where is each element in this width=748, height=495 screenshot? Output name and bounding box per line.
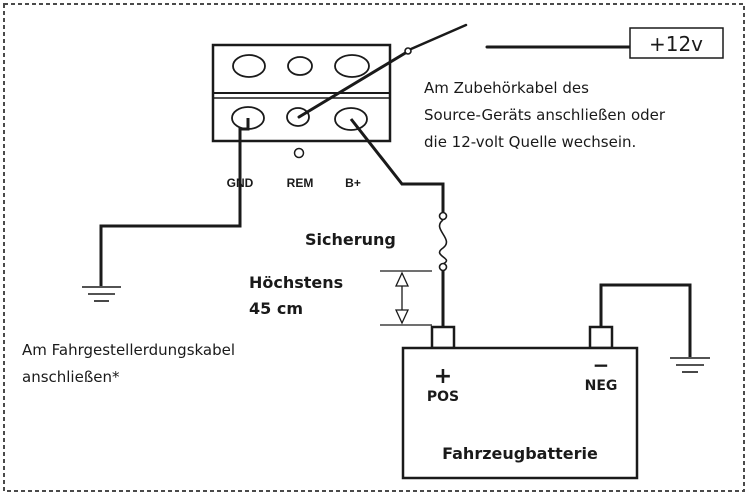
accessory-note-line3: die 12-volt Quelle wechsein. bbox=[424, 133, 636, 151]
battery-neg-sign: − bbox=[593, 353, 610, 377]
top-hole-middle bbox=[287, 56, 313, 76]
battery-neg-label: NEG bbox=[585, 378, 618, 394]
battery-post-neg bbox=[588, 325, 614, 350]
terminal-label-rem: REM bbox=[287, 176, 314, 190]
battery-pos-sign: + bbox=[434, 364, 452, 389]
power-tag-box bbox=[629, 27, 724, 59]
negative-wire bbox=[599, 283, 692, 357]
battery-pos-label: POS bbox=[427, 389, 459, 405]
battery-ground-icon bbox=[670, 357, 710, 373]
power-tag-label: +12v bbox=[649, 32, 703, 56]
chassis-note-line2: anschließen* bbox=[22, 368, 120, 386]
top-hole-left bbox=[232, 54, 266, 78]
switch-lever bbox=[409, 23, 468, 51]
accessory-note-line1: Am Zubehörkabel des bbox=[424, 79, 589, 97]
max-distance-marker bbox=[380, 270, 432, 326]
max-distance-line1: Höchstens bbox=[249, 273, 343, 292]
ground-wire bbox=[99, 118, 250, 286]
max-distance-line2: 45 cm bbox=[249, 299, 303, 318]
remote-wire bbox=[297, 23, 632, 119]
outer-frame bbox=[3, 3, 745, 492]
positive-wire bbox=[349, 118, 445, 326]
top-hole-right bbox=[334, 54, 370, 78]
fuse-icon bbox=[438, 211, 448, 272]
accessory-note-line2: Source-Geräts anschließen oder bbox=[424, 106, 666, 124]
terminal-label-bplus: B+ bbox=[345, 176, 361, 190]
chassis-ground-icon bbox=[82, 286, 121, 302]
battery-name: Fahrzeugbatterie bbox=[442, 444, 598, 463]
terminal-block bbox=[211, 43, 392, 159]
battery-post-pos bbox=[430, 325, 456, 350]
chassis-note-line1: Am Fahrgestellerdungskabel bbox=[22, 341, 235, 359]
fuse-label: Sicherung bbox=[305, 230, 396, 249]
battery-body bbox=[401, 346, 639, 480]
rem-indicator-icon bbox=[293, 147, 305, 159]
vehicle-battery bbox=[401, 325, 639, 480]
